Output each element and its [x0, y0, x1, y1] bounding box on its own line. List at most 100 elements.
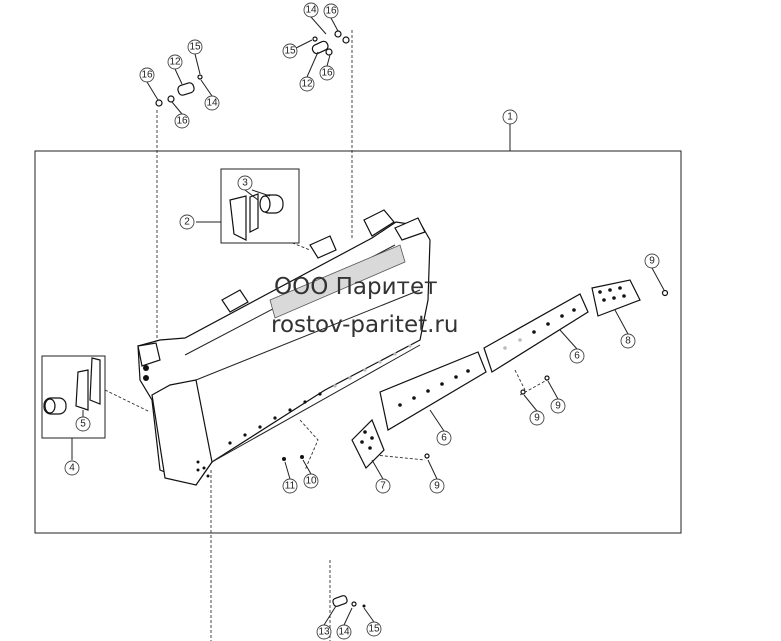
callout-c9c: 9 — [550, 398, 566, 414]
callout-c14b: 14 — [303, 2, 319, 18]
cutting-edge-6-right — [483, 293, 589, 373]
callout-c15b: 15 — [282, 43, 298, 59]
callout-circle — [644, 253, 660, 269]
callout-label: 11 — [285, 481, 296, 492]
callout-c10: 10 — [303, 473, 319, 489]
callout-c2: 2 — [179, 214, 195, 230]
callout-label: 13 — [318, 627, 330, 638]
callout-c3: 3 — [237, 175, 253, 191]
callout-c15c: 15 — [366, 621, 382, 637]
callout-label: 14 — [338, 627, 350, 638]
callout-label: 3 — [242, 178, 248, 189]
callout-label: 9 — [434, 481, 440, 492]
callout-circle — [316, 624, 332, 640]
callout-circle — [429, 478, 445, 494]
callout-c13: 13 — [316, 624, 332, 640]
assembly-frame — [34, 150, 682, 534]
callout-circle — [75, 416, 91, 432]
detail-box-4 — [41, 355, 106, 460]
callout-label: 15 — [189, 42, 201, 53]
callout-circle — [179, 214, 195, 230]
callout-circle — [436, 430, 452, 446]
callout-circle — [303, 2, 319, 18]
cutting-edge-6-left — [379, 351, 487, 431]
callout-c9a: 9 — [644, 253, 660, 269]
callout-c14a: 14 — [204, 95, 220, 111]
callout-c14c: 14 — [336, 624, 352, 640]
callout-circle — [319, 65, 335, 81]
callout-c5: 5 — [75, 416, 91, 432]
callout-label: 6 — [441, 433, 447, 444]
callout-label: 6 — [574, 351, 580, 362]
callout-c9d: 9 — [429, 478, 445, 494]
callout-leaders — [82, 16, 665, 626]
callout-c15a: 15 — [187, 39, 203, 55]
callout-c6b: 6 — [436, 430, 452, 446]
callout-circle — [167, 54, 183, 70]
callout-circle — [323, 3, 339, 19]
end-bit-8 — [591, 279, 641, 317]
blade-body — [137, 209, 431, 486]
callout-circle — [502, 109, 518, 125]
callout-circle — [375, 478, 391, 494]
callout-circle — [282, 43, 298, 59]
callout-label: 5 — [80, 419, 86, 430]
callout-label: 2 — [184, 217, 190, 228]
callout-c12b: 12 — [299, 76, 315, 92]
callout-label: 12 — [301, 79, 313, 90]
callout-circle — [620, 333, 636, 349]
callout-circle — [204, 95, 220, 111]
callout-label: 9 — [555, 401, 561, 412]
callout-circle — [139, 67, 155, 83]
callout-circle — [550, 398, 566, 414]
callout-label: 15 — [284, 46, 296, 57]
callout-circle — [529, 410, 545, 426]
callout-c4: 4 — [64, 460, 80, 476]
end-bit-7 — [351, 418, 385, 470]
callout-c16d: 16 — [319, 65, 335, 81]
callout-circle — [569, 348, 585, 364]
callout-label: 4 — [69, 463, 75, 474]
callout-label: 12 — [169, 57, 181, 68]
callout-c8: 8 — [620, 333, 636, 349]
callout-circle — [64, 460, 80, 476]
callout-label: 16 — [321, 68, 333, 79]
callout-c9b: 9 — [529, 410, 545, 426]
callout-c16b: 16 — [174, 113, 190, 129]
callout-c7: 7 — [375, 478, 391, 494]
detail-box-2 — [196, 168, 300, 244]
callout-label: 7 — [380, 481, 386, 492]
callout-label: 14 — [305, 5, 317, 16]
callout-c16c: 16 — [323, 3, 339, 19]
callout-circle — [299, 76, 315, 92]
callout-label: 1 — [507, 112, 513, 123]
callout-circle — [237, 175, 253, 191]
callout-c12a: 12 — [167, 54, 183, 70]
callout-label: 15 — [368, 624, 380, 635]
callout-label: 16 — [325, 6, 337, 17]
callout-c6a: 6 — [569, 348, 585, 364]
blade-holes — [228, 344, 412, 445]
callout-c11a: 11 — [282, 478, 298, 494]
callout-label: 16 — [176, 116, 188, 127]
callout-label: 9 — [534, 413, 540, 424]
watermark-company: ООО Паритет — [274, 274, 438, 300]
callout-circle — [282, 478, 298, 494]
callout-label: 10 — [305, 476, 317, 487]
callout-label: 8 — [625, 336, 631, 347]
callout-label: 16 — [141, 70, 153, 81]
callout-circle — [336, 624, 352, 640]
callout-circle — [187, 39, 203, 55]
callout-circle — [174, 113, 190, 129]
dashed-leaders — [104, 30, 548, 641]
callout-c1: 1 — [502, 109, 518, 125]
callout-c16a: 16 — [139, 67, 155, 83]
callout-label: 9 — [649, 256, 655, 267]
callout-label: 14 — [206, 98, 218, 109]
callout-circle — [303, 473, 319, 489]
watermark-url: rostov-paritet.ru — [271, 312, 458, 338]
fasteners — [155, 30, 669, 608]
callout-circle — [366, 621, 382, 637]
